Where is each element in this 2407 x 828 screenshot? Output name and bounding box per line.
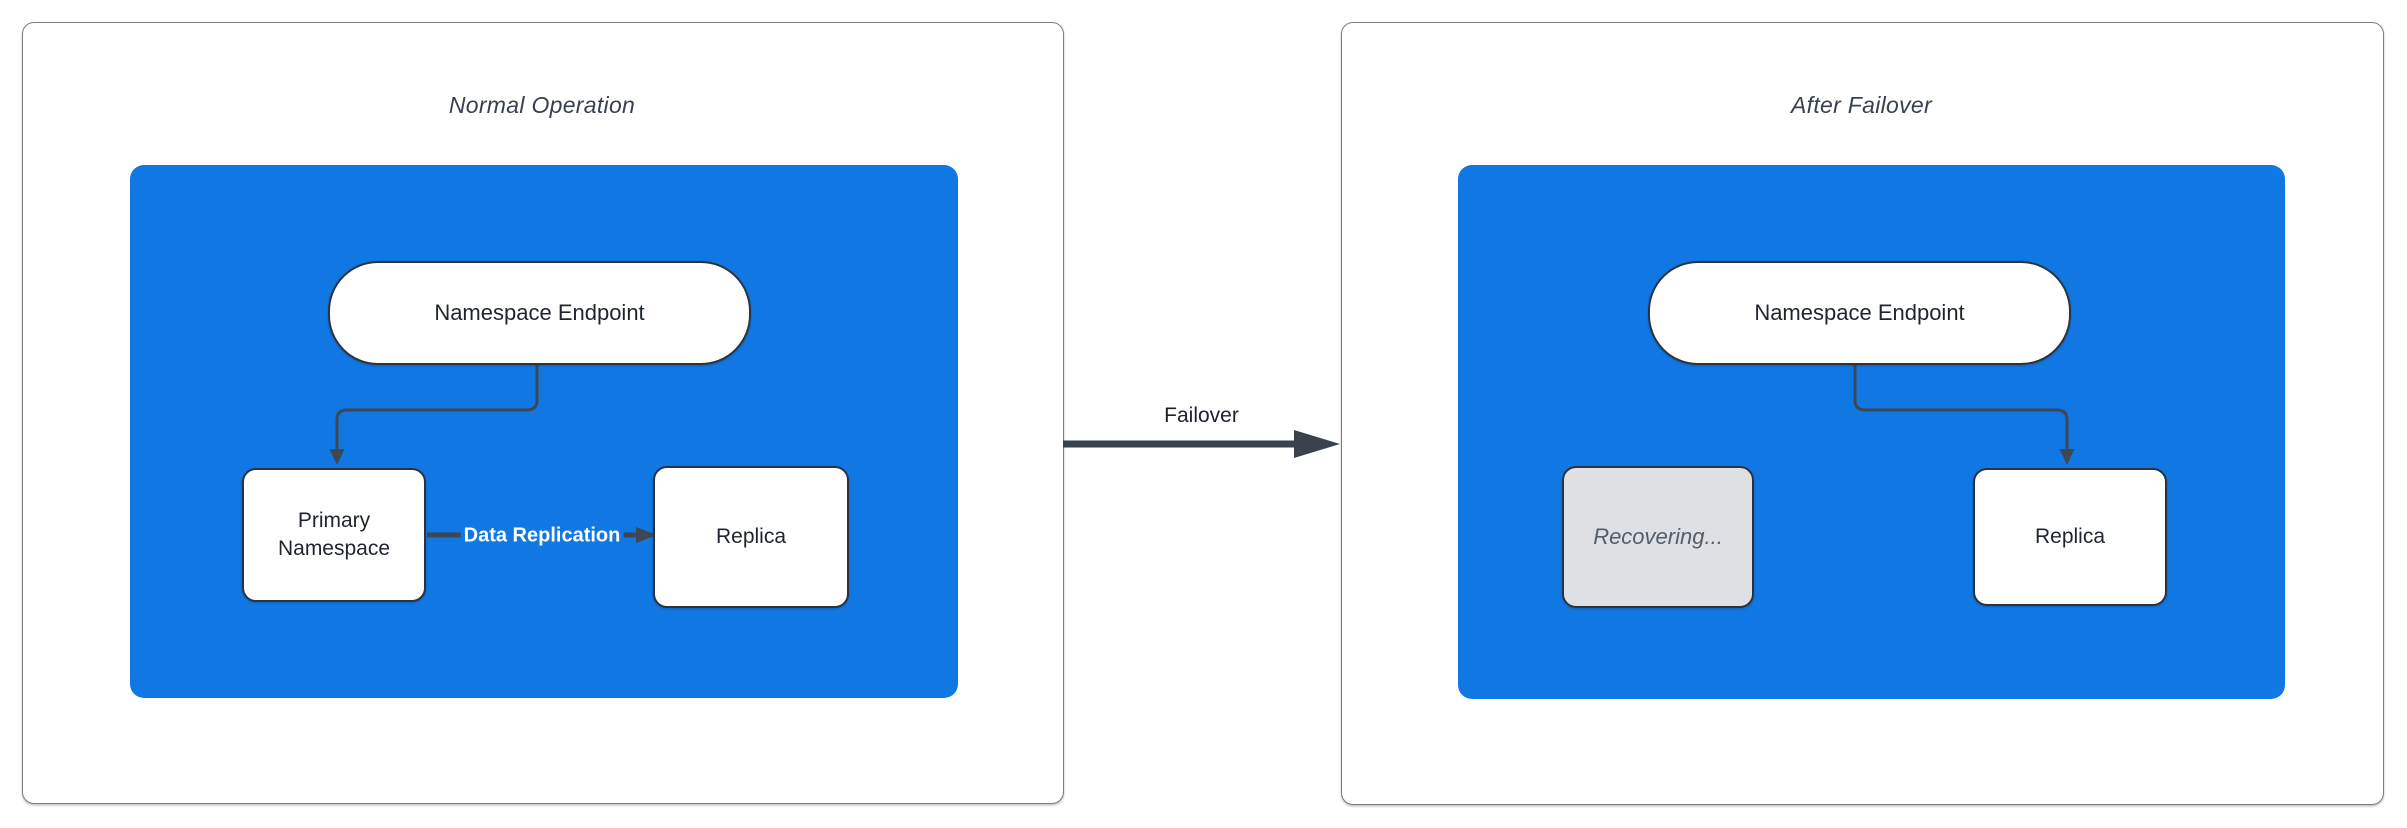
normal-namespace-endpoint-label: Namespace Endpoint bbox=[434, 300, 645, 326]
normal-operation-title: Normal Operation bbox=[448, 92, 636, 118]
failover-arrow bbox=[1063, 430, 1340, 458]
failover-cluster bbox=[1458, 165, 2285, 699]
failover-replica-label: Replica bbox=[2034, 524, 2106, 548]
primary-namespace-node: Primary Namespace bbox=[242, 468, 426, 602]
failover-namespace-endpoint-node: Namespace Endpoint bbox=[1648, 261, 2071, 365]
failover-replica-node: Replica bbox=[1973, 468, 2167, 606]
failover-transition-label: Failover bbox=[1164, 404, 1239, 427]
normal-cluster bbox=[130, 165, 958, 698]
primary-namespace-label: Primary Namespace bbox=[277, 508, 391, 560]
normal-replica-label: Replica bbox=[715, 524, 787, 548]
normal-replica-node: Replica bbox=[653, 466, 849, 608]
data-replication-label: Data Replication bbox=[460, 524, 624, 548]
after-failover-title: After Failover bbox=[1791, 92, 1932, 118]
failover-arrowhead-icon bbox=[1294, 430, 1340, 458]
recovering-label: Recovering... bbox=[1593, 524, 1723, 550]
recovering-node: Recovering... bbox=[1562, 466, 1754, 608]
normal-namespace-endpoint-node: Namespace Endpoint bbox=[328, 261, 751, 365]
failover-namespace-endpoint-label: Namespace Endpoint bbox=[1754, 300, 1965, 326]
